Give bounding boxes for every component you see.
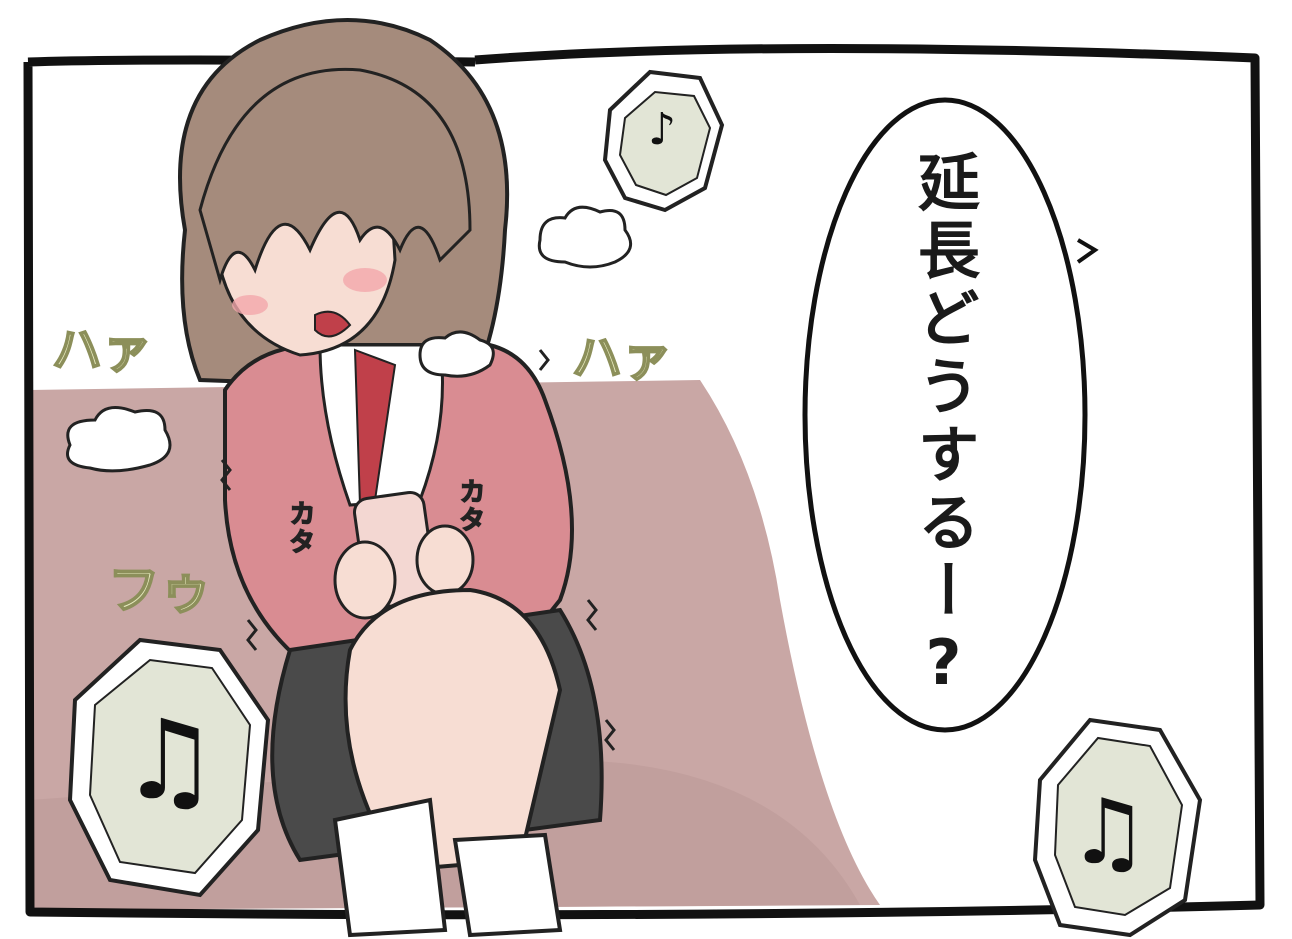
- speech-text: 延長どうするー?: [907, 150, 980, 705]
- sfx-kata-right: カタ: [454, 477, 486, 535]
- breath-puff: [418, 330, 495, 378]
- tremble-mark: [220, 459, 232, 491]
- leg-knee: [343, 587, 563, 873]
- music-note-icon: ♫: [1068, 780, 1149, 885]
- speech-bubble-tail: [1076, 238, 1099, 264]
- sfx-haa-right: ハァ: [571, 328, 673, 388]
- sock-right: [452, 832, 563, 938]
- sfx-kata-left: カタ: [284, 499, 316, 557]
- tremble-mark: [586, 599, 598, 631]
- sfx-fuu: フゥ: [107, 560, 213, 622]
- breath-puff: [537, 205, 633, 269]
- tremble-mark: [538, 349, 550, 371]
- tremble-mark: [246, 619, 258, 651]
- sfx-haa-left: ハァ: [51, 320, 153, 380]
- sock-left: [332, 797, 448, 938]
- music-note-icon: ♪: [648, 104, 677, 155]
- breath-puff: [66, 406, 172, 473]
- mouth: [314, 310, 352, 338]
- hand-right: [415, 524, 475, 596]
- tremble-mark: [604, 719, 616, 751]
- blush: [232, 295, 268, 315]
- speech-bubble: [802, 97, 1088, 733]
- blush: [343, 268, 387, 292]
- music-note-icon: ♫: [120, 696, 219, 824]
- hair-bangs: [198, 67, 472, 286]
- hand-left: [333, 540, 397, 620]
